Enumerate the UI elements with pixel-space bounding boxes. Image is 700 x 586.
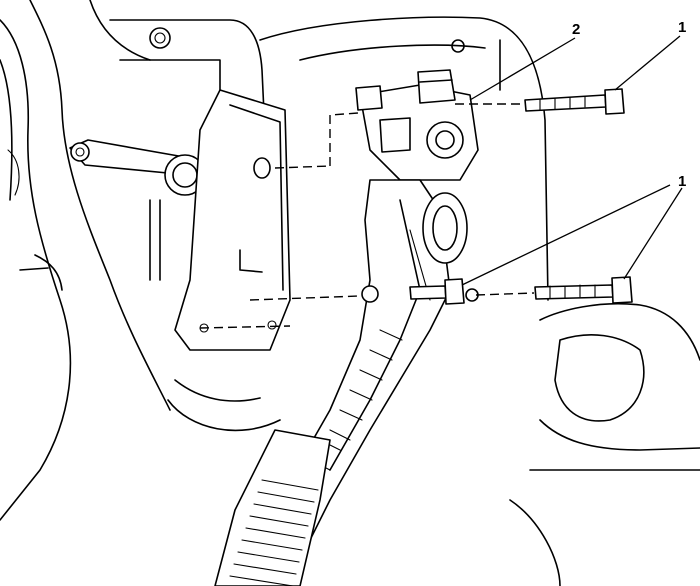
brake-rod <box>69 139 206 281</box>
pedal-pad <box>214 429 331 586</box>
callout-1-top: 1 <box>678 19 686 36</box>
bolt-lower-right <box>534 276 633 304</box>
leader-lines <box>461 35 683 286</box>
alignment-lines <box>199 103 535 329</box>
pedal-position-sensor <box>355 69 479 211</box>
pedal-bracket-plate <box>167 89 291 432</box>
bolt-upper <box>524 88 625 115</box>
callout-1-lower: 1 <box>678 173 686 190</box>
dash-panel <box>259 16 700 586</box>
left-structure <box>0 0 269 521</box>
callout-2: 2 <box>572 21 580 38</box>
